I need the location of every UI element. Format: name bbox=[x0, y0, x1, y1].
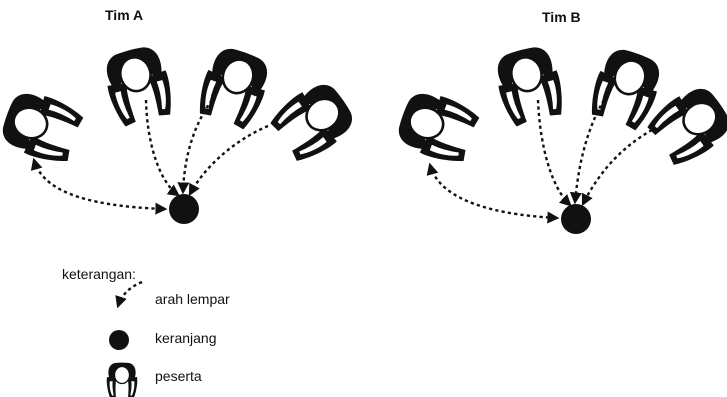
legend-label-basket: keranjang bbox=[155, 330, 217, 346]
team-b-throw-arrow-1 bbox=[430, 165, 557, 218]
team-b-participant-2 bbox=[491, 42, 569, 128]
team-a-basket bbox=[169, 194, 199, 224]
team-a-participant-3 bbox=[193, 43, 275, 132]
team-b-title: Tim B bbox=[542, 9, 581, 25]
legend-label-participant: peserta bbox=[155, 368, 202, 384]
team-a-participant-4 bbox=[266, 75, 361, 167]
throw-direction-arrow-icon bbox=[118, 282, 142, 306]
team-a-throw-arrow-4 bbox=[190, 126, 268, 194]
legend-item-basket: keranjang bbox=[109, 330, 217, 350]
team-a-throw-arrow-1 bbox=[34, 160, 165, 209]
team-b-participant-1 bbox=[393, 86, 482, 168]
legend-item-throw-direction: arah lempar bbox=[118, 282, 230, 307]
legend-heading: keterangan: bbox=[62, 266, 136, 282]
participant-icon bbox=[107, 363, 138, 397]
team-a-participant-1 bbox=[0, 86, 86, 168]
team-a: Tim A bbox=[0, 7, 361, 224]
team-b-throw-arrow-4 bbox=[583, 130, 652, 204]
team-b: Tim B bbox=[393, 9, 727, 234]
team-a-title: Tim A bbox=[105, 7, 143, 23]
team-a-participant-2 bbox=[100, 42, 178, 128]
legend-item-participant: peserta bbox=[107, 363, 202, 397]
team-b-throw-arrow-2 bbox=[538, 100, 570, 205]
team-b-basket bbox=[561, 204, 591, 234]
legend-label-throw-direction: arah lempar bbox=[155, 291, 230, 307]
legend: keterangan: arah lempar keranjang pesert… bbox=[62, 266, 230, 397]
basket-icon bbox=[109, 330, 129, 350]
